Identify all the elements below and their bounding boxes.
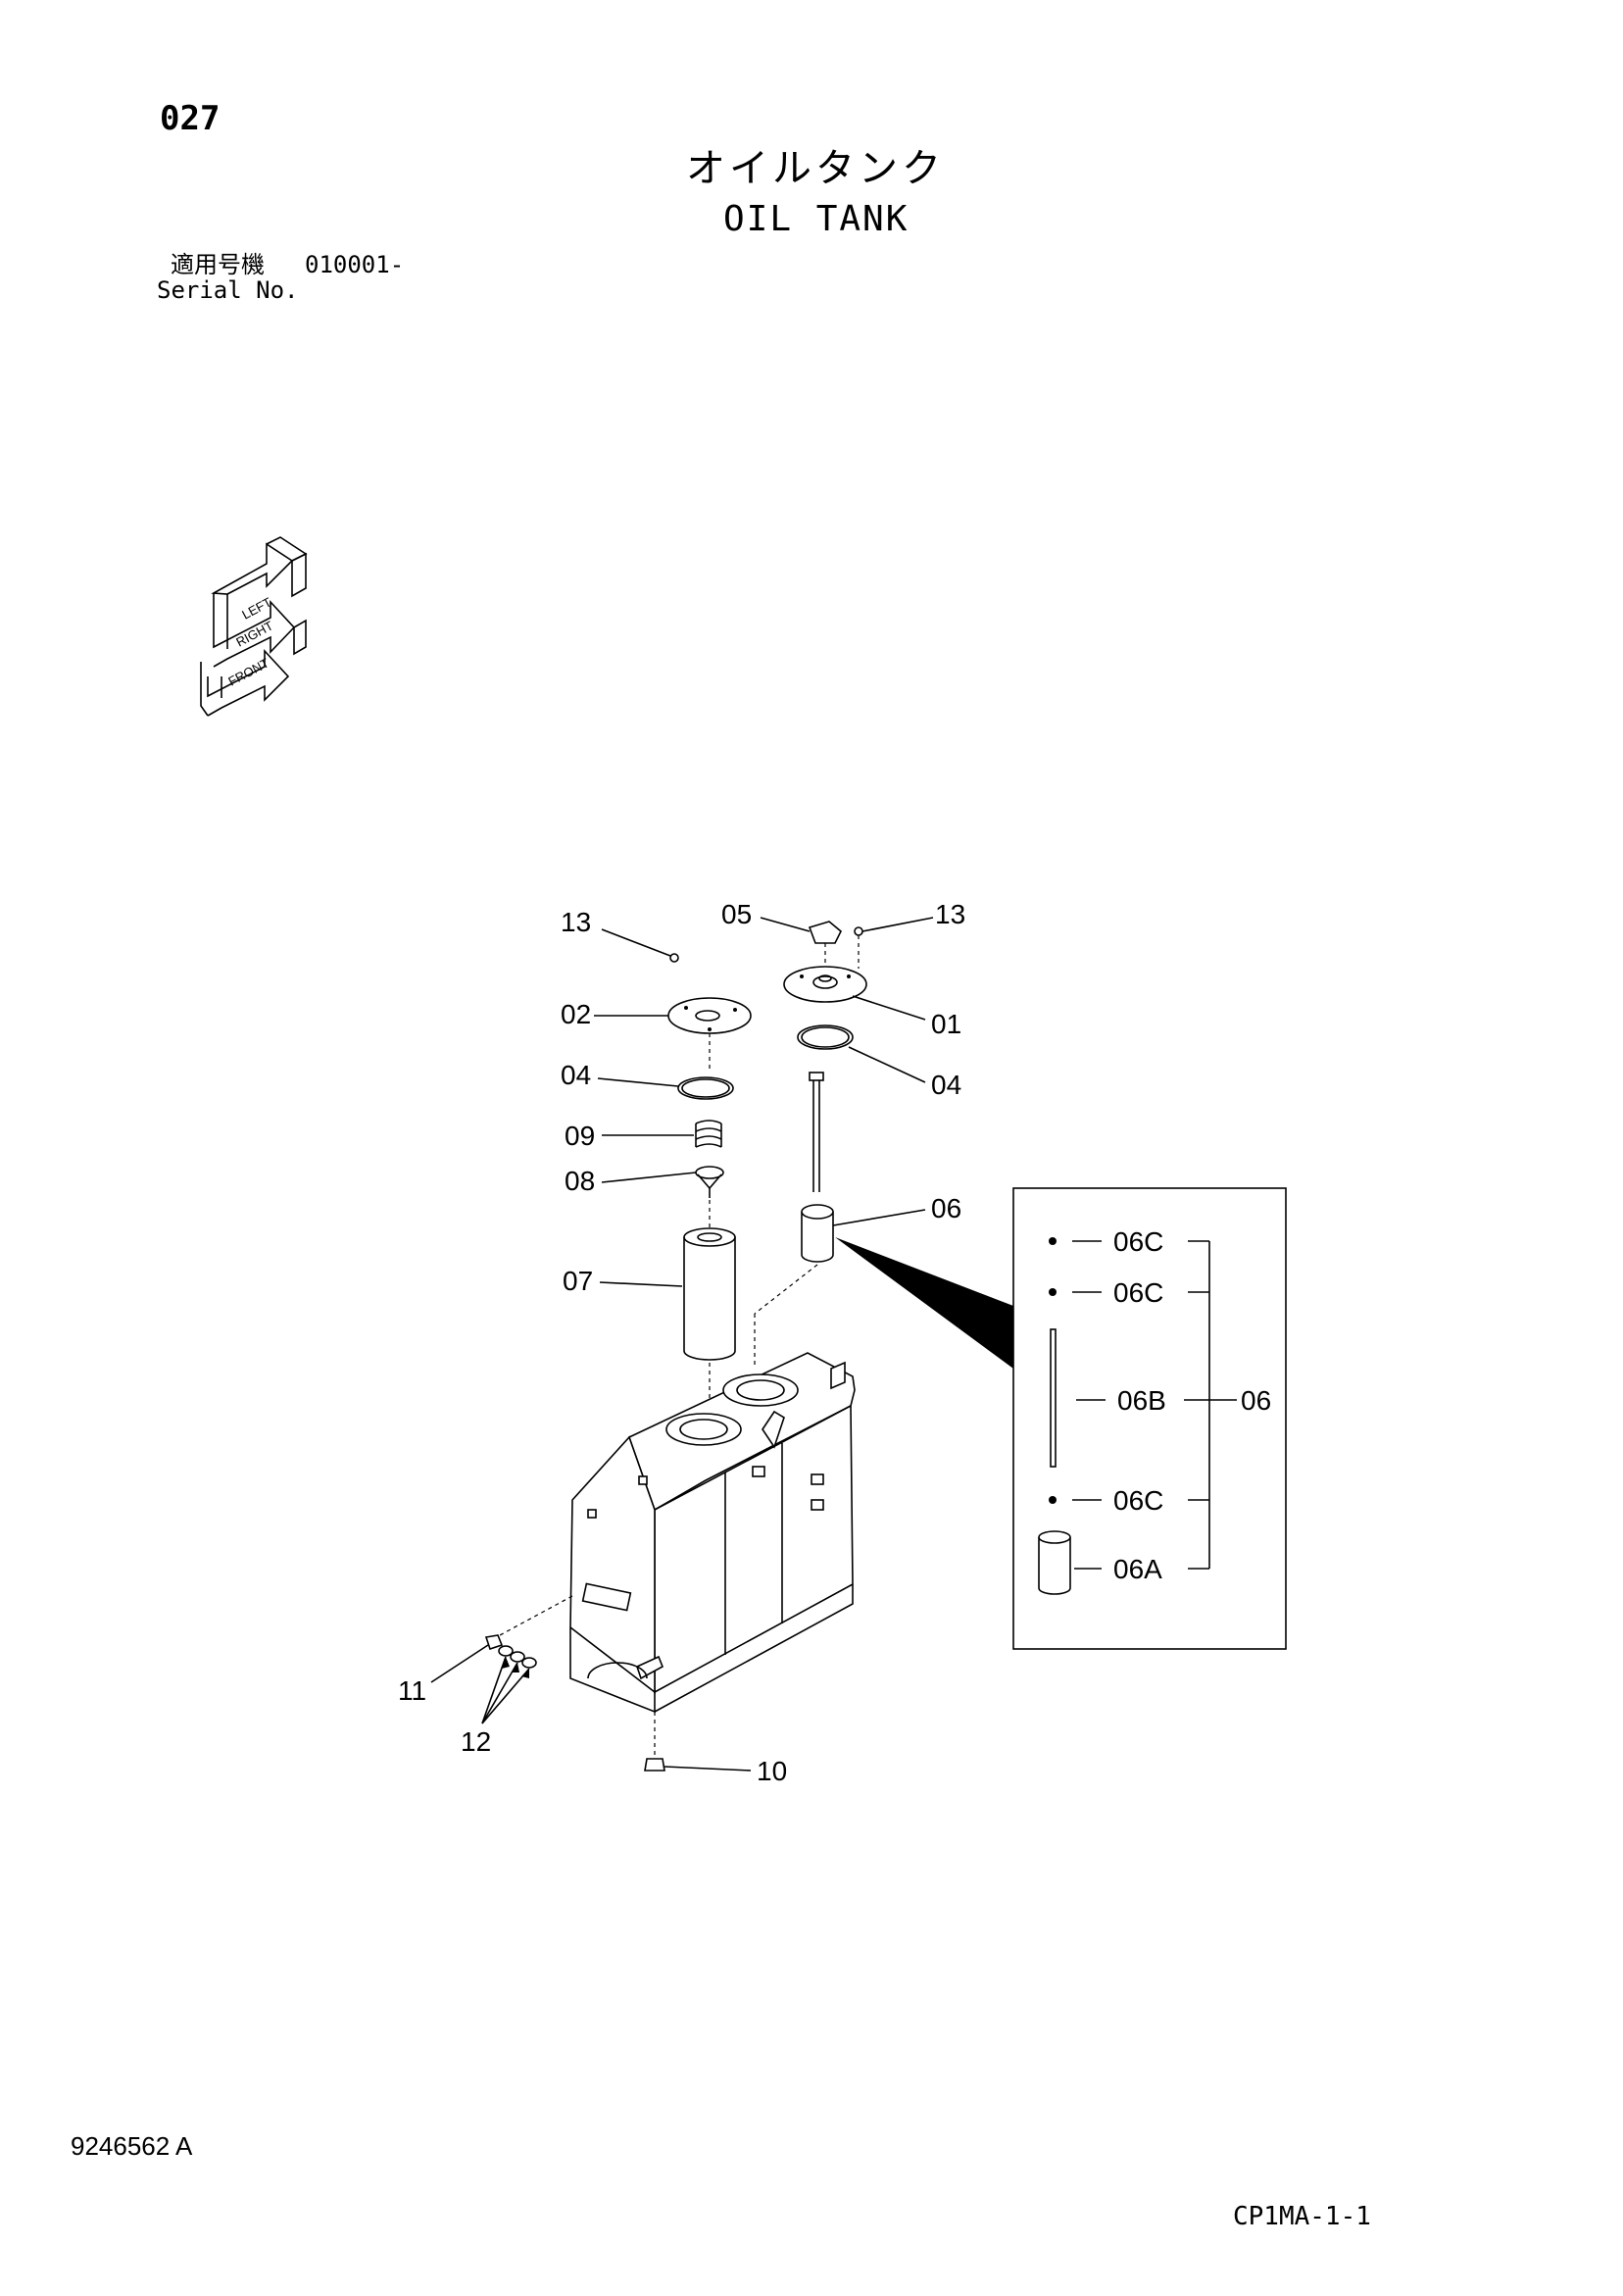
callout-13-right: 13 xyxy=(935,899,965,929)
svg-text:FRONT: FRONT xyxy=(225,655,271,688)
callout-11: 11 xyxy=(398,1675,426,1706)
part-10-drain-plug xyxy=(644,1712,752,1772)
callout-02: 02 xyxy=(561,999,591,1029)
detail-label-group-06: 06 xyxy=(1241,1385,1271,1416)
part-01-cover xyxy=(783,966,926,1021)
callout-04-right: 04 xyxy=(931,1070,961,1100)
part-11-bolt xyxy=(430,1634,504,1683)
callout-09: 09 xyxy=(565,1121,595,1151)
callout-13-left: 13 xyxy=(561,907,591,937)
callout-08: 08 xyxy=(565,1166,595,1196)
document-number: 9246562 A xyxy=(71,2131,193,2161)
title-japanese: オイルタンク xyxy=(686,146,945,191)
part-06-suction-filter xyxy=(754,1072,1013,1369)
part-13-bolt xyxy=(854,917,934,969)
title-english: OIL TANK xyxy=(723,199,910,239)
detail-label-06b: 06B xyxy=(1117,1385,1166,1416)
callout-10: 10 xyxy=(757,1756,787,1786)
part-02-cover xyxy=(594,997,752,1071)
detail-label-06c-1: 06C xyxy=(1113,1226,1163,1257)
oil-tank-body xyxy=(499,1352,856,1714)
serial-label-english: Serial No. xyxy=(157,276,299,304)
callout-06: 06 xyxy=(931,1193,961,1223)
part-04-o-ring xyxy=(597,1076,734,1100)
callout-07: 07 xyxy=(563,1266,593,1296)
sheet-code: CP1MA-1-1 xyxy=(1233,2202,1371,2231)
serial-range: 010001- xyxy=(305,251,405,278)
part-08-valve xyxy=(601,1166,724,1198)
detail-label-06a: 06A xyxy=(1113,1554,1162,1584)
callout-04-left: 04 xyxy=(561,1060,591,1090)
detail-box xyxy=(1012,1187,1287,1650)
part-13-bolt xyxy=(601,928,679,963)
detail-label-06c-2: 06C xyxy=(1113,1277,1163,1308)
serial-label-japanese: 適用号機 xyxy=(171,251,265,278)
callout-01: 01 xyxy=(931,1009,961,1039)
part-05-breather xyxy=(760,917,842,969)
part-09-spring xyxy=(602,1120,722,1148)
detail-label-06c-3: 06C xyxy=(1113,1485,1163,1516)
callout-12: 12 xyxy=(461,1726,491,1757)
part-04-o-ring xyxy=(797,1024,926,1083)
part-12-washers xyxy=(481,1645,537,1724)
direction-marker-icon: LEFT RIGHT FRONT xyxy=(200,536,308,717)
page-number: 027 xyxy=(160,99,221,138)
part-07-filter xyxy=(599,1200,736,1412)
callout-05: 05 xyxy=(721,899,752,929)
